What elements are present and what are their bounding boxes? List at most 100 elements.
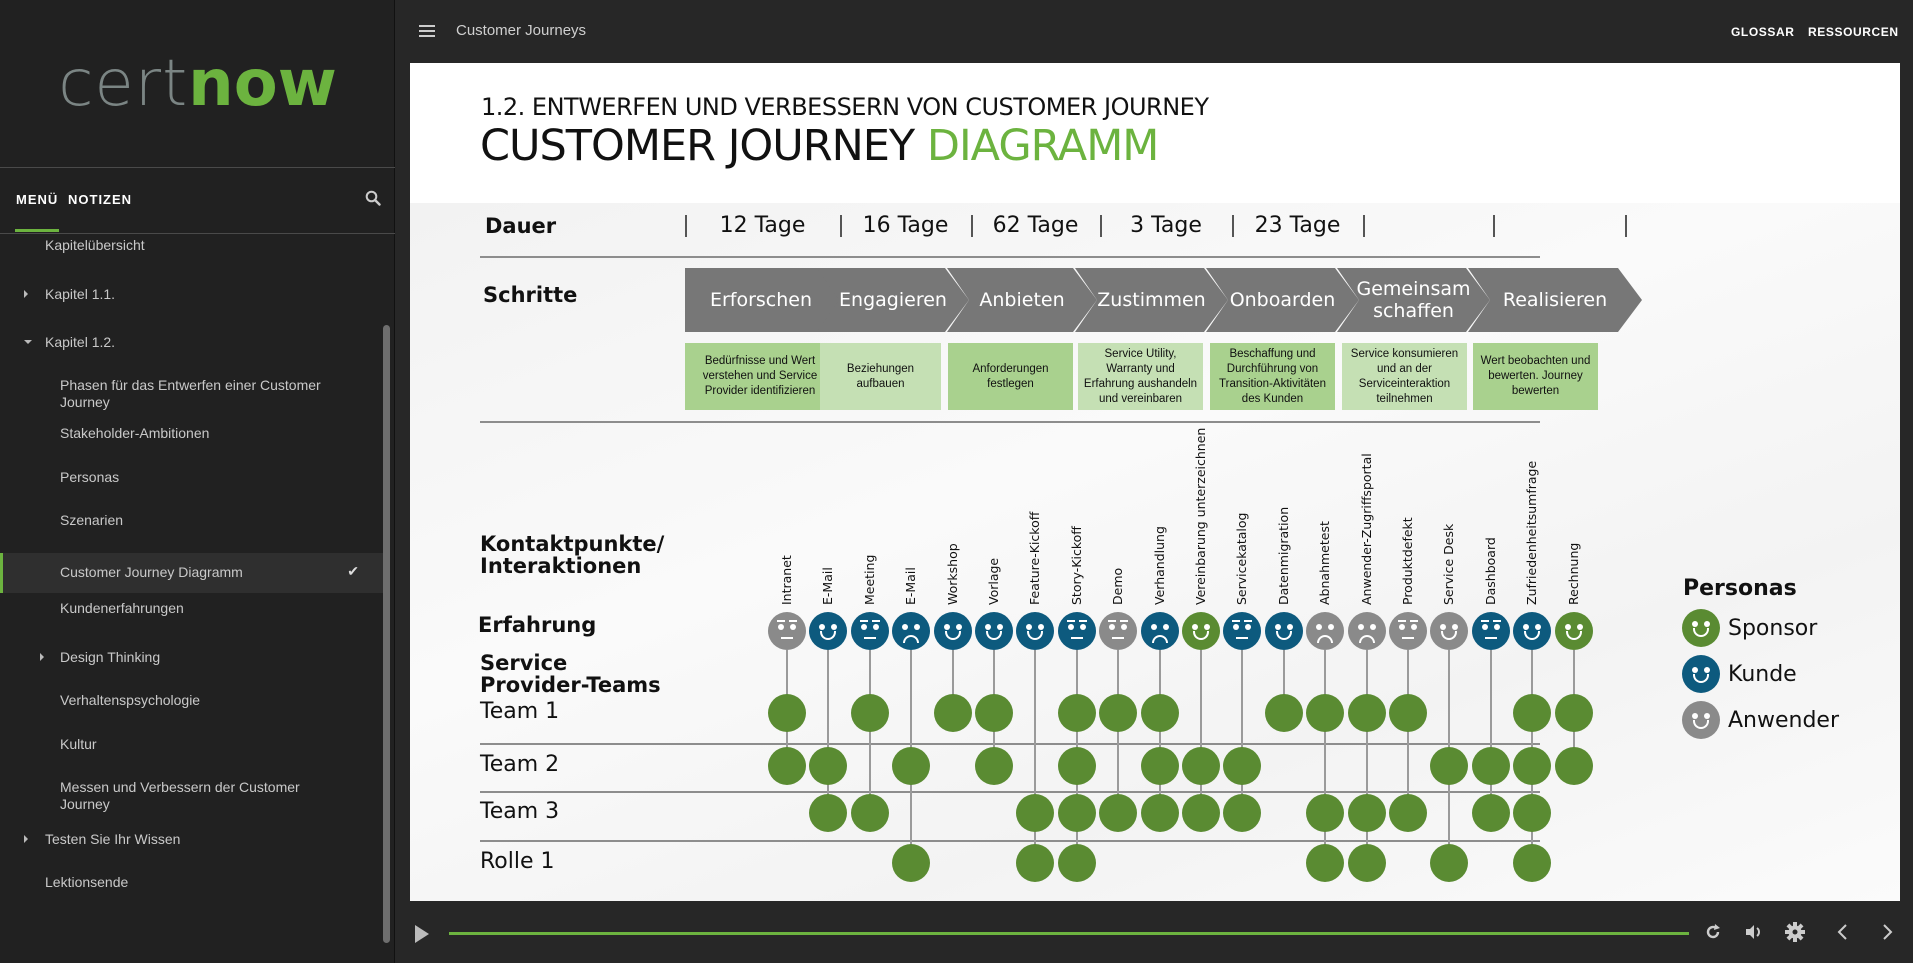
experience-label: Erfahrung [478, 613, 597, 637]
eye [1192, 624, 1198, 630]
progress-bar[interactable] [449, 932, 1689, 935]
search-icon[interactable] [365, 190, 381, 206]
eyebrow [1398, 620, 1406, 622]
eye [943, 624, 950, 630]
team-touchpoint-dot [933, 694, 972, 732]
eyebrow [789, 620, 797, 622]
sidebar-item[interactable]: Testen Sie Ihr Wissen [0, 829, 383, 865]
caret-down-icon[interactable] [24, 340, 32, 344]
touchpoint-label: Datenmigration [1275, 506, 1291, 605]
team-touchpoint-dot [1513, 844, 1552, 882]
caret-right-icon[interactable] [40, 653, 44, 661]
eyebrow [859, 620, 868, 622]
connector-line [827, 650, 830, 813]
team-touchpoint-dot [809, 747, 848, 785]
eye [914, 624, 921, 630]
tab-menu[interactable]: MENÜ [16, 192, 59, 207]
sidebar-item[interactable]: Kapitelübersicht [0, 235, 383, 271]
team-touchpoint-dot [1430, 844, 1469, 882]
stage-duration: 16 Tage [862, 213, 949, 238]
team-touchpoint-dot [1099, 794, 1138, 832]
play-icon[interactable] [415, 925, 429, 943]
team-row-divider [480, 791, 1540, 793]
team-label: Team 1 [480, 699, 560, 724]
touchpoint-label: Service Desk [1441, 523, 1457, 605]
sidebar-item[interactable]: Kapitel 1.1. [0, 284, 383, 320]
resources-link[interactable]: RESSOURCEN [1808, 25, 1899, 39]
stage-name: Zustimmen [1097, 289, 1206, 311]
team-touchpoint-dot [768, 747, 806, 785]
eye [1692, 621, 1698, 627]
legend-label: Sponsor [1728, 616, 1818, 641]
mouth [1524, 631, 1541, 640]
replay-icon[interactable] [1701, 920, 1725, 944]
sidebar-item[interactable]: Kundenerfahrungen [0, 598, 383, 634]
team-touchpoint-dot [1471, 794, 1510, 832]
team-touchpoint-dot [1306, 844, 1345, 882]
mouth [1693, 628, 1709, 637]
sidebar-item[interactable]: Kapitel 1.2. [0, 332, 383, 368]
logo-text-cert: cert [58, 46, 189, 121]
connector-line [1200, 650, 1202, 813]
divider-line [480, 421, 1540, 423]
glossary-link[interactable]: GLOSSAR [1731, 25, 1795, 39]
team-touchpoint-dot [809, 794, 848, 832]
persona-face-kunde-happy-icon [1016, 612, 1055, 650]
eye [1535, 624, 1542, 630]
persona-face-anwender-sad-icon [1347, 612, 1386, 650]
sidebar-scrollbar[interactable] [383, 325, 390, 943]
stage-duration: 12 Tage [719, 213, 806, 238]
next-icon[interactable] [1875, 920, 1899, 944]
eye [1038, 624, 1045, 630]
slide-title-main: CUSTOMER JOURNEY [480, 121, 927, 171]
team-touchpoint-dot [1471, 747, 1510, 785]
sidebar-item[interactable]: Phasen für das Entwerfen einer Customer … [0, 375, 383, 419]
team-row-divider [480, 840, 1540, 842]
stage-duration: 23 Tage [1254, 213, 1341, 238]
touchpoint-label: Produktdefekt [1400, 517, 1415, 605]
sidebar-item[interactable]: Stakeholder-Ambitionen [0, 423, 383, 459]
team-touchpoint-dot [1264, 694, 1303, 732]
team-touchpoint-dot [1430, 747, 1469, 785]
eyebrow [1244, 620, 1253, 622]
eye [1274, 624, 1281, 630]
stage-chevron: Realisieren [1468, 268, 1642, 332]
stage-description: Anforderungen festlegen [948, 343, 1073, 410]
team-label: Team 2 [480, 752, 560, 777]
sidebar-item[interactable]: Design Thinking [0, 647, 383, 683]
sidebar-item[interactable]: Szenarien [0, 510, 383, 546]
volume-icon[interactable] [1742, 920, 1766, 944]
sidebar-item[interactable]: Messen und Verbessern der Customer Journ… [0, 777, 383, 821]
sidebar-item-label: Szenarien [60, 512, 124, 528]
touchpoint-label: Rechnung [1565, 542, 1581, 605]
mouth [781, 637, 793, 639]
eye [1121, 624, 1128, 630]
slide-title: CUSTOMER JOURNEY DIAGRAMM [480, 121, 1160, 171]
sidebar-item[interactable]: Lektionsende [0, 872, 383, 908]
caret-right-icon[interactable] [24, 835, 28, 843]
sidebar-item-label: Kapitelübersicht [45, 237, 145, 253]
duration-separator [1493, 215, 1495, 237]
stage-duration: 62 Tage [992, 213, 1079, 238]
sidebar-item[interactable]: Verhaltenspsychologie [0, 690, 383, 726]
eye [1357, 624, 1364, 630]
slide-title-accent: DIAGRAMM [926, 121, 1160, 171]
eye [860, 624, 867, 630]
previous-icon[interactable] [1831, 920, 1855, 944]
mouth [1565, 631, 1582, 640]
caret-right-icon[interactable] [24, 290, 28, 298]
eye [1079, 624, 1086, 630]
team-touchpoint-dot [892, 844, 931, 882]
hamburger-menu-icon[interactable] [419, 25, 435, 37]
sidebar-item[interactable]: Personas [0, 467, 383, 503]
team-touchpoint-dot [1347, 694, 1386, 732]
sidebar-item[interactable]: Customer Journey Diagramm✔ [0, 553, 383, 593]
tab-notes[interactable]: NOTIZEN [68, 192, 133, 207]
connector-line [1034, 650, 1037, 863]
sidebar-item[interactable]: Kultur [0, 734, 383, 770]
persona-face-kunde-neutral-icon [1057, 612, 1096, 650]
mouth [1402, 637, 1414, 639]
logo-text-now: now [188, 46, 337, 121]
settings-icon[interactable] [1783, 920, 1807, 944]
team-touchpoint-dot [1306, 794, 1345, 832]
